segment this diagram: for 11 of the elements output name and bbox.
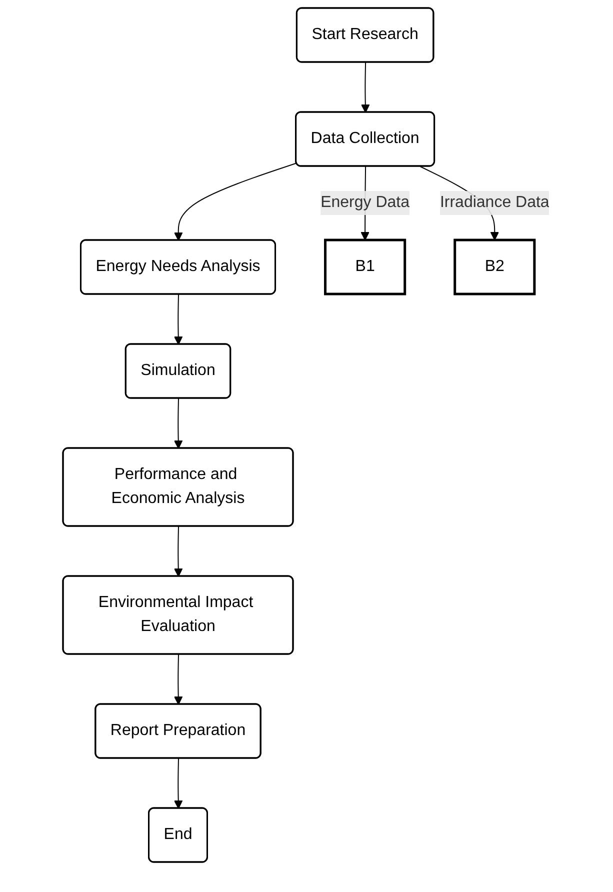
edge-label: Irradiance Data: [440, 194, 550, 211]
arrow: [174, 398, 184, 449]
arrow: [174, 758, 184, 809]
arrow: [174, 294, 184, 345]
arrow: [174, 162, 298, 241]
edge-label: Energy Data: [320, 194, 410, 211]
node-box: B1: [324, 238, 406, 296]
node-box: B2: [454, 238, 536, 296]
arrow: [174, 526, 184, 577]
arrow: [361, 62, 370, 113]
arrow: [174, 654, 184, 705]
